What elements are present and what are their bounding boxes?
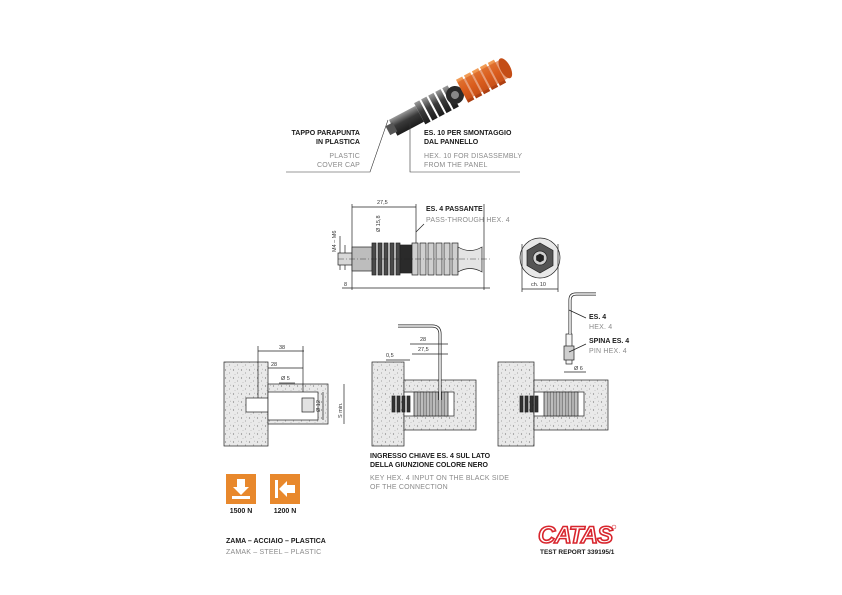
dim-28-mid: 28: [420, 337, 427, 343]
text-line: PLASTIC: [329, 153, 360, 160]
text-line: IN PLASTICA: [316, 139, 360, 146]
text-line: HEX. 10 FOR DISASSEMBLY: [424, 153, 523, 160]
load-badge-down: [226, 474, 256, 504]
text-line: ES. 10 PER SMONTAGGIO: [424, 130, 512, 137]
materials-en: ZAMAK – STEEL – PLASTIC: [226, 549, 322, 556]
callout-leaders: [286, 118, 520, 173]
dim-d6: Ø 6: [574, 366, 583, 372]
hex4-pass-it: ES. 4 PASSANTE: [426, 206, 483, 213]
hex10-it: ES. 10 PER SMONTAGGIO DAL PANNELLO: [424, 129, 554, 147]
text-line: DELLA GIUNZIONE COLORE NERO: [370, 462, 488, 469]
hex10-en: HEX. 10 FOR DISASSEMBLY FROM THE PANEL: [424, 152, 554, 170]
text-line: DAL PANNELLO: [424, 139, 479, 146]
dim-28: 28: [271, 362, 278, 368]
dim-thread: M4 – M6: [332, 230, 338, 252]
dim-smin: S min.: [338, 402, 344, 418]
load-badge-left: [270, 474, 300, 504]
key-input-it: INGRESSO CHIAVE ES. 4 SUL LATO DELLA GIU…: [370, 452, 530, 470]
load-label-left: 1200 N: [273, 508, 297, 515]
dim-d5: Ø 5: [281, 376, 290, 382]
text-line: FROM THE PANEL: [424, 162, 488, 169]
arrow-down-icon: [232, 479, 250, 499]
text-line: TAPPO PARAPUNTA: [291, 130, 360, 137]
dim-offset: 8: [344, 282, 348, 288]
cover-cap-it: TAPPO PARAPUNTA IN PLASTICA: [250, 129, 360, 147]
pin-hex4-it: SPINA ES. 4: [589, 338, 630, 345]
svg-text:CATAS: CATAS: [538, 522, 613, 549]
dim-275-mid: 27,5: [418, 347, 429, 353]
arrow-left-icon: [275, 480, 295, 498]
dim-diameter: Ø 15,8: [376, 215, 382, 232]
end-view-drawing: [519, 237, 561, 292]
text-line: OF THE CONNECTION: [370, 484, 448, 491]
install-right-drawing: [497, 292, 609, 447]
hex4-en: HEX. 4: [589, 324, 613, 331]
install-mid-drawing: [371, 324, 477, 447]
dim-length: 27,5: [377, 200, 388, 206]
side-view-drawing: [337, 204, 490, 290]
dim-wrench: ch. 10: [531, 282, 546, 288]
dim-05: 0,5: [386, 353, 394, 359]
pin-hex4-en: PIN HEX. 4: [589, 348, 627, 355]
cover-cap-en: PLASTIC COVER CAP: [250, 152, 360, 170]
load-label-down: 1500 N: [229, 508, 253, 515]
hex4-it: ES. 4: [589, 314, 607, 321]
text-line: COVER CAP: [316, 162, 360, 169]
dim-38: 38: [279, 345, 286, 351]
catas-logo: CATAS: [537, 521, 617, 550]
text-line: KEY HEX. 4 INPUT ON THE BLACK SIDE: [370, 475, 510, 482]
connector-photo: [385, 58, 513, 136]
dim-d12: Ø 12: [316, 400, 322, 412]
install-left-drawing: [223, 346, 345, 447]
test-report: TEST REPORT 339195/1: [540, 549, 615, 556]
hex4-pass-en: PASS-THROUGH HEX. 4: [426, 217, 510, 224]
text-line: INGRESSO CHIAVE ES. 4 SUL LATO: [370, 453, 491, 460]
materials-it: ZAMA – ACCIAIO – PLASTICA: [226, 538, 326, 545]
key-input-en: KEY HEX. 4 INPUT ON THE BLACK SIDE OF TH…: [370, 474, 530, 492]
